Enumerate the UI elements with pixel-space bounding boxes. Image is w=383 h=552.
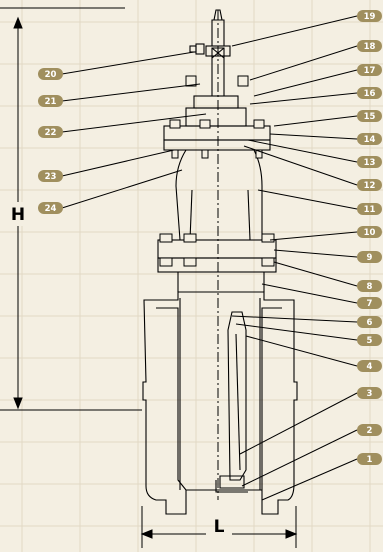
callout-badge-11: 11	[357, 203, 382, 215]
callout-label-4: 4	[367, 362, 373, 372]
leader-lines	[61, 15, 358, 501]
callout-badge-13: 13	[357, 156, 382, 168]
callout-badge-18: 18	[357, 40, 382, 52]
callout-badge-12: 12	[357, 179, 382, 191]
callout-badge-24: 24	[38, 202, 63, 214]
callout-label-3: 3	[367, 389, 373, 399]
callout-badge-15: 15	[357, 110, 382, 122]
callout-label-10: 10	[364, 228, 376, 238]
callout-badge-2: 2	[357, 424, 382, 436]
callout-badge-1: 1	[357, 453, 382, 465]
height-label-bg	[6, 202, 30, 226]
callout-label-18: 18	[364, 42, 376, 52]
callout-label-1: 1	[367, 455, 373, 465]
callout-badge-5: 5	[357, 334, 382, 346]
callouts-right: 19 18 17 16 15 14 13 12	[357, 10, 382, 465]
callout-label-11: 11	[364, 205, 376, 215]
callouts-left: 20 21 22 23 24	[38, 68, 63, 214]
callout-label-9: 9	[367, 253, 373, 263]
flange-bolts	[159, 75, 275, 267]
callout-badge-8: 8	[357, 280, 382, 292]
height-label: H	[11, 205, 25, 225]
callout-label-2: 2	[367, 426, 373, 436]
callout-badge-9: 9	[357, 251, 382, 263]
callout-badge-6: 6	[357, 316, 382, 328]
valve-outline	[0, 7, 298, 515]
dimension-length	[140, 506, 298, 548]
callout-badge-10: 10	[357, 226, 382, 238]
callout-badge-7: 7	[357, 297, 382, 309]
callout-badge-3: 3	[357, 387, 382, 399]
callout-label-24: 24	[45, 204, 57, 214]
callout-label-23: 23	[45, 172, 57, 182]
callout-badge-20: 20	[38, 68, 63, 80]
callout-label-8: 8	[367, 282, 373, 292]
callout-label-7: 7	[367, 299, 373, 309]
callout-badge-16: 16	[357, 87, 382, 99]
callout-badge-17: 17	[357, 64, 382, 76]
callout-label-22: 22	[45, 128, 57, 138]
callout-label-16: 16	[364, 89, 376, 99]
callout-label-15: 15	[364, 112, 376, 122]
callout-label-20: 20	[45, 70, 57, 80]
callout-label-12: 12	[364, 181, 376, 191]
callout-label-19: 19	[364, 12, 376, 22]
length-label: L	[214, 517, 225, 537]
callout-badge-14: 14	[357, 133, 382, 145]
callout-label-14: 14	[364, 135, 376, 145]
callout-label-13: 13	[364, 158, 376, 168]
callout-badge-23: 23	[38, 170, 63, 182]
callout-badge-19: 19	[357, 10, 382, 22]
callout-label-5: 5	[367, 336, 373, 346]
callout-label-17: 17	[364, 66, 376, 76]
callout-badge-21: 21	[38, 95, 63, 107]
callout-label-21: 21	[45, 97, 57, 107]
callout-label-6: 6	[367, 318, 373, 328]
callout-badge-4: 4	[357, 360, 382, 372]
callout-badge-22: 22	[38, 126, 63, 138]
